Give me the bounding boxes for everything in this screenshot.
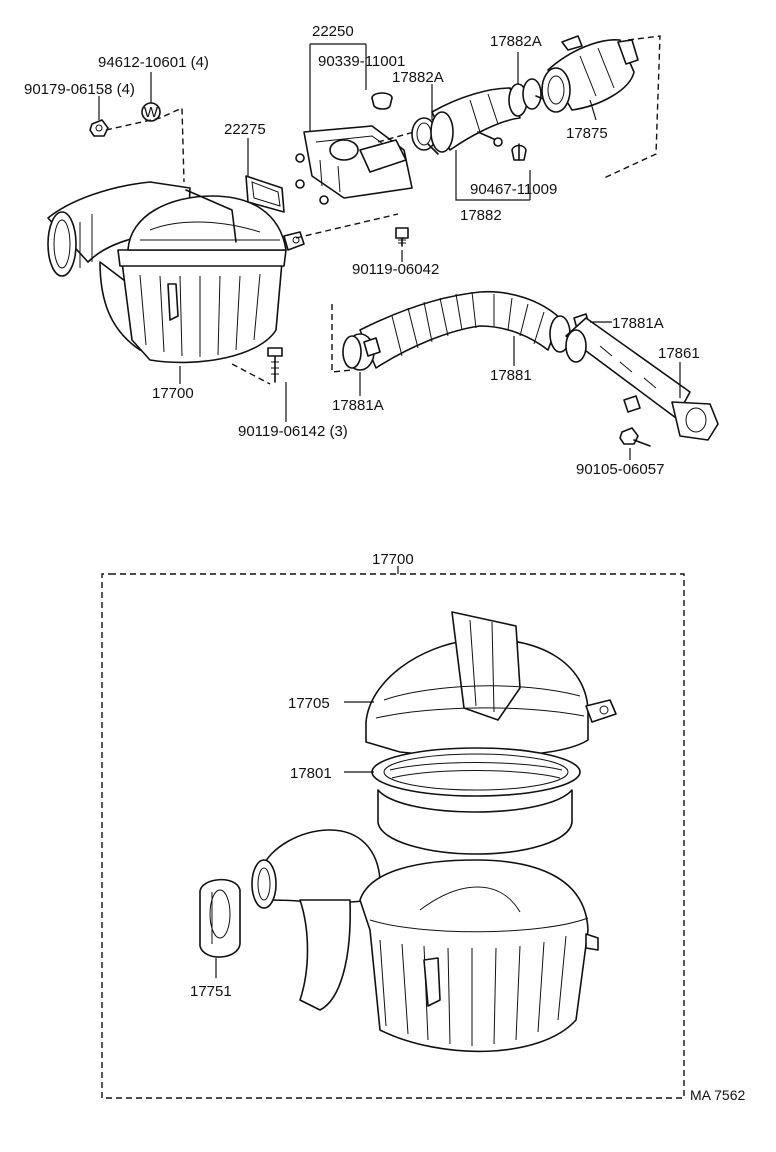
bolt-90105-06057	[619, 427, 651, 447]
label-90467: 90467-11009	[470, 181, 557, 198]
air-cleaner-case	[251, 829, 599, 1053]
cap-90339	[371, 92, 393, 110]
label-94612: 94612-10601 (4)	[98, 54, 209, 71]
bracket-22250	[295, 125, 413, 205]
nut-90179	[89, 119, 109, 137]
label-17881A-right: 17881A	[612, 315, 664, 332]
label-22250: 22250	[312, 23, 354, 40]
label-90179: 90179-06158 (4)	[24, 81, 135, 98]
label-17751: 17751	[190, 983, 232, 1000]
label-17875: 17875	[566, 125, 608, 142]
air-filter-element-17801	[371, 747, 581, 855]
label-90119-06042: 90119-06042	[352, 261, 439, 278]
leader-lines-bottom	[215, 701, 374, 978]
intake-pipe-17861	[565, 317, 719, 441]
callout-labels-bottom: 17700 17705 17801 17751	[190, 551, 414, 1000]
label-90105: 90105-06057	[576, 461, 664, 478]
clamp-17882A-top	[508, 78, 547, 117]
label-90119-06142: 90119-06142 (3)	[238, 423, 348, 440]
label-17881: 17881	[490, 367, 532, 384]
clip-90467	[511, 143, 527, 161]
label-17700-bottom: 17700	[372, 551, 414, 568]
bolt-90119-06142	[267, 347, 283, 383]
exploded-view-frame	[101, 566, 685, 1099]
label-17861: 17861	[658, 345, 700, 362]
assembly-reference-lines	[105, 35, 661, 385]
label-17882A-middle: 17882A	[392, 69, 444, 86]
washer-mark: W	[144, 104, 159, 121]
callout-labels-top: 94612-10601 (4) 90179-06158 (4) 22275 22…	[24, 23, 700, 478]
bolt-90119-06042	[395, 227, 409, 247]
label-17700-top: 17700	[152, 385, 194, 402]
air-cleaner-lid-17705	[365, 611, 617, 758]
clamp-17881A-left	[342, 335, 381, 369]
diagram-reference-code: MA 7562	[690, 1087, 745, 1103]
resonator-17875	[541, 35, 639, 113]
label-17881A-left: 17881A	[332, 397, 384, 414]
label-17882: 17882	[460, 207, 502, 224]
label-17801: 17801	[290, 765, 332, 782]
label-22275: 22275	[224, 121, 266, 138]
label-90339: 90339-11001	[318, 53, 405, 70]
hose-17882	[430, 87, 521, 153]
intake-hose-17881	[345, 290, 561, 371]
gasket-22275	[245, 175, 285, 213]
air-cleaner-assembly-top	[47, 181, 305, 364]
label-17882A-top: 17882A	[490, 33, 542, 50]
label-17705: 17705	[288, 695, 330, 712]
inlet-seal-17751	[199, 878, 241, 958]
leader-lines	[98, 43, 681, 460]
